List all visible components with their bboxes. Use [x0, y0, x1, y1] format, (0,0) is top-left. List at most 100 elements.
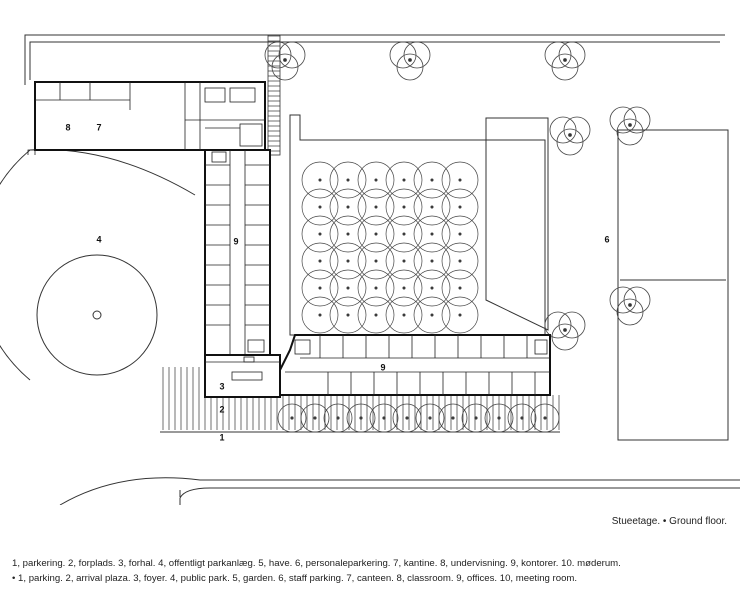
plaza-tree-trunk: [520, 416, 524, 420]
stair: [534, 339, 548, 355]
figure-subtitle: Stueetage. • Ground floor.: [611, 516, 727, 527]
garden-tree-trunk: [430, 232, 434, 236]
plaza-tree: [300, 403, 330, 433]
garden-tree: [385, 269, 423, 307]
garden-tree: [441, 188, 479, 226]
garden-tree-trunk: [318, 205, 322, 209]
garden-tree: [413, 188, 451, 226]
tree-canopy: [264, 41, 292, 69]
garden-tree-trunk: [458, 286, 462, 290]
garden-tree: [329, 296, 367, 334]
staff-parking: [617, 129, 729, 441]
plaza-tree-trunk: [290, 416, 294, 420]
site-boundary: [24, 34, 725, 497]
garden-tree: [441, 161, 479, 199]
label-arrival-plaza: 2: [219, 404, 225, 415]
plaza-tree: [323, 403, 353, 433]
plaza-tree-trunk: [428, 416, 432, 420]
plaza-tree-trunk: [474, 416, 478, 420]
garden-tree: [385, 242, 423, 280]
garden-tree-grid: [301, 161, 479, 334]
tree-canopy: [551, 53, 579, 81]
garden-tree-trunk: [346, 313, 350, 317]
plaza-tree: [369, 403, 399, 433]
office-wing-horizontal-details: [285, 335, 550, 395]
garden-tree-trunk: [346, 178, 350, 182]
garden-tree: [441, 215, 479, 253]
tree-canopy: [389, 41, 417, 69]
garden-tree: [301, 215, 339, 253]
garden-tree-trunk: [402, 178, 406, 182]
tree-canopy: [623, 286, 651, 314]
garden-tree: [301, 296, 339, 334]
tree-canopy: [556, 128, 584, 156]
plaza-tree-trunk: [382, 416, 386, 420]
garden-tree-trunk: [430, 286, 434, 290]
plaza-tree: [346, 403, 376, 433]
plaza-tree: [530, 403, 560, 433]
tree-canopy: [623, 106, 651, 134]
garden-tree: [385, 215, 423, 253]
label-canteen: 7: [96, 122, 102, 133]
garden-tree-trunk: [430, 178, 434, 182]
plaza-tree: [438, 403, 468, 433]
label-parking: 1: [219, 432, 225, 443]
garden-tree-trunk: [374, 313, 378, 317]
tree-canopy: [278, 41, 306, 69]
garden-tree-trunk: [430, 205, 434, 209]
tree-trunk: [628, 123, 632, 127]
stair: [247, 339, 265, 353]
garden-tree: [357, 296, 395, 334]
plaza-tree-trunk: [336, 416, 340, 420]
garden-tree: [413, 215, 451, 253]
office-wing-vertical-details: [205, 150, 270, 355]
caption-english: • 1, parking. 2, arrival plaza. 3, foyer…: [12, 573, 578, 584]
plaza-tree: [277, 403, 307, 433]
garden-tree-trunk: [346, 232, 350, 236]
garden-tree: [357, 269, 395, 307]
tree-canopy: [271, 53, 299, 81]
garden-tree-trunk: [402, 205, 406, 209]
garden-tree: [413, 161, 451, 199]
garden-tree-trunk: [346, 205, 350, 209]
plaza-tree-trunk: [359, 416, 363, 420]
garden-tree-trunk: [374, 205, 378, 209]
garden-tree-trunk: [458, 259, 462, 263]
public-park: [0, 149, 196, 381]
label-offices-horizontal: 9: [380, 362, 386, 373]
garden-tree-trunk: [318, 178, 322, 182]
tree-canopy: [616, 118, 644, 146]
plaza-tree-trunk: [451, 416, 455, 420]
label-public-park: 4: [96, 234, 102, 245]
garden-tree: [385, 161, 423, 199]
garden-tree-trunk: [402, 286, 406, 290]
garden-tree: [301, 242, 339, 280]
garden-tree-trunk: [318, 313, 322, 317]
tree-trunk: [563, 58, 567, 62]
stair: [211, 151, 227, 163]
garden-tree-trunk: [346, 259, 350, 263]
plaza-tree: [507, 403, 537, 433]
garden-tree-trunk: [374, 286, 378, 290]
tree-trunk: [283, 58, 287, 62]
garden-tree: [329, 215, 367, 253]
garden-tree-trunk: [458, 205, 462, 209]
garden-tree: [413, 242, 451, 280]
garden-tree: [301, 161, 339, 199]
tree-canopy: [563, 116, 591, 144]
garden-tree: [329, 188, 367, 226]
garden-tree: [441, 269, 479, 307]
label-staff-parking: 6: [604, 234, 610, 245]
garden-tree: [441, 242, 479, 280]
garden-tree: [413, 296, 451, 334]
garden-tree: [329, 161, 367, 199]
garden-tree-trunk: [430, 259, 434, 263]
garden-tree-trunk: [374, 178, 378, 182]
garden-tree-trunk: [402, 259, 406, 263]
plaza-tree-row: [277, 403, 560, 433]
garden-tree: [301, 269, 339, 307]
garden-tree-trunk: [374, 259, 378, 263]
north-walkway: [267, 34, 281, 156]
garden-tree: [357, 161, 395, 199]
garden-tree: [329, 269, 367, 307]
